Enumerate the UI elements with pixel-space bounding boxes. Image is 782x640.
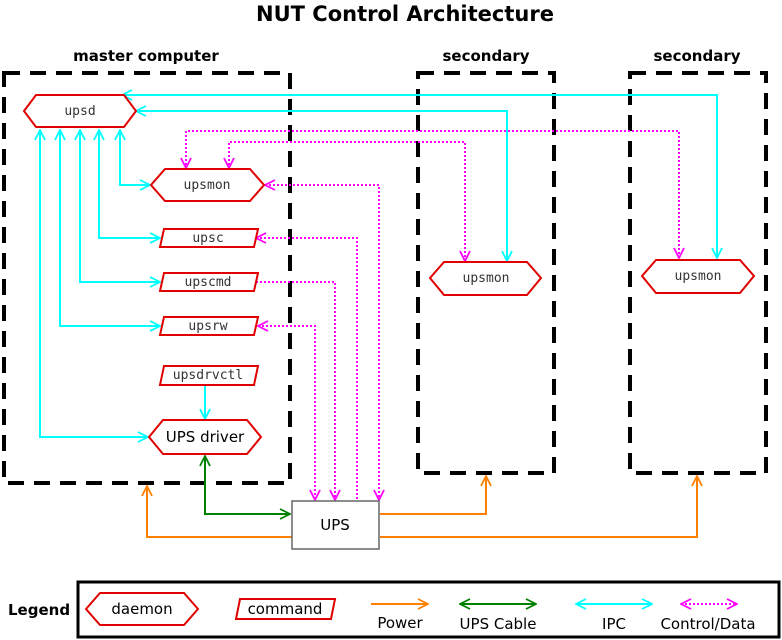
- group-label-secondary-1: secondary: [442, 47, 529, 65]
- legend-command-label: command: [248, 600, 323, 618]
- secondary-box-1: [416, 71, 556, 475]
- node-upsd-label: upsd: [64, 104, 95, 119]
- ups-cable-driver-to-ups: [205, 456, 290, 514]
- ctl-secondary-1-to-master-upsmon: [229, 141, 465, 261]
- node-upscmd[interactable]: upscmd: [158, 272, 260, 292]
- master-computer-box: [2, 71, 292, 485]
- power-connectors: [147, 476, 697, 538]
- node-ups[interactable]: UPS: [291, 500, 380, 550]
- group-label-secondary-2: secondary: [653, 47, 740, 65]
- node-upsrw-label: upsrw: [188, 319, 227, 334]
- power-ups-to-master: [147, 486, 292, 538]
- node-upsc[interactable]: upsc: [158, 228, 260, 248]
- node-upsd[interactable]: upsd: [22, 94, 138, 128]
- legend-control-data-label: Control/Data: [660, 615, 755, 633]
- ctl-upscmd-ups: [256, 281, 335, 500]
- node-upsmon-master[interactable]: upsmon: [149, 168, 266, 202]
- node-upsmon-master-label: upsmon: [184, 178, 231, 193]
- node-upsdrvctl-label: upsdrvctl: [173, 368, 243, 383]
- node-upsmon-secondary-2[interactable]: upsmon: [640, 259, 756, 294]
- ipc-connectors: [40, 95, 717, 437]
- legend-power-label: Power: [377, 614, 423, 632]
- node-ups-driver-label: UPS driver: [166, 428, 245, 446]
- legend-daemon-label: daemon: [111, 600, 172, 618]
- legend-box: [76, 580, 781, 639]
- node-upsmon-secondary-2-label: upsmon: [675, 269, 722, 284]
- ipc-upsd-upsmon-master: [120, 130, 150, 185]
- legend-ups-cable-label: UPS Cable: [460, 615, 537, 633]
- group-label-master: master computer: [73, 47, 219, 65]
- ctl-upsmon-master-ups: [265, 185, 379, 500]
- node-ups-label: UPS: [320, 516, 350, 534]
- ctl-upsrw-ups: [258, 326, 315, 500]
- node-upsrw[interactable]: upsrw: [158, 316, 260, 336]
- ipc-upsd-ups-driver: [40, 130, 148, 437]
- node-upscmd-label: upscmd: [185, 275, 232, 290]
- ipc-upsd-upsrw: [60, 130, 160, 326]
- secondary-box-2: [628, 71, 768, 475]
- node-upsdrvctl[interactable]: upsdrvctl: [158, 365, 260, 386]
- ipc-upsd-upsmon-secondary-2: [122, 95, 717, 258]
- power-ups-to-secondary-1: [380, 476, 486, 515]
- legend-daemon: daemon: [84, 592, 200, 626]
- diagram-title: NUT Control Architecture: [256, 2, 554, 26]
- power-ups-to-secondary-2: [380, 476, 697, 538]
- legend-command: command: [234, 598, 337, 620]
- node-upsmon-secondary-1-label: upsmon: [463, 271, 510, 286]
- node-upsmon-secondary-1[interactable]: upsmon: [428, 261, 543, 296]
- legend-title: Legend: [8, 601, 70, 619]
- ctl-upsc-ups: [256, 238, 358, 500]
- legend-ipc-label: IPC: [602, 615, 626, 633]
- ctl-secondary-2-to-master-upsmon: [186, 130, 679, 258]
- node-upsc-label: upsc: [192, 231, 223, 246]
- legend: Legend daemon command Power UPS Cable IP…: [8, 580, 781, 639]
- node-ups-driver[interactable]: UPS driver: [147, 419, 263, 455]
- control-data-connectors: [186, 130, 679, 500]
